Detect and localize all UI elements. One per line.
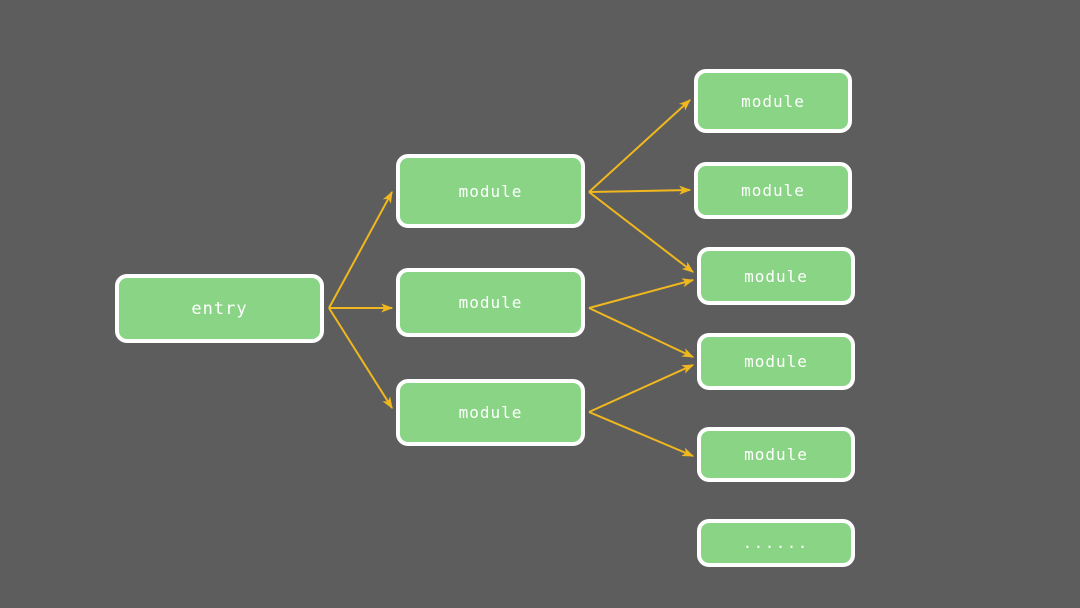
node-label: module [744, 445, 808, 464]
node-label: module [741, 91, 805, 111]
node-r4[interactable]: module [697, 333, 855, 390]
node-label: module [458, 181, 523, 201]
node-m1[interactable]: module [396, 154, 585, 228]
edge-entry-to-m1 [328, 190, 393, 309]
node-label: module [458, 403, 523, 422]
edge-entry-to-m3 [328, 307, 393, 410]
node-r3[interactable]: module [697, 247, 855, 305]
node-r1[interactable]: module [694, 69, 852, 133]
edge-m1-to-r2 [588, 185, 692, 195]
edge-m2-to-r3 [588, 278, 695, 309]
node-m3[interactable]: module [396, 379, 585, 446]
node-m2[interactable]: module [396, 268, 585, 337]
edge-m3-to-r4 [588, 364, 695, 413]
node-label: entry [191, 298, 248, 319]
node-label: module [458, 293, 523, 312]
node-r2[interactable]: module [694, 162, 852, 219]
node-label: module [744, 352, 808, 371]
node-r6[interactable]: ...... [697, 519, 855, 567]
edge-m1-to-r1 [588, 99, 691, 193]
edge-m2-to-r4 [588, 307, 695, 358]
edge-m1-to-r3 [588, 191, 694, 273]
node-label: module [741, 181, 805, 200]
node-label: ...... [742, 534, 810, 552]
edge-m3-to-r5 [588, 411, 695, 457]
node-r5[interactable]: module [697, 427, 855, 482]
node-entry[interactable]: entry [115, 274, 324, 343]
node-label: module [744, 266, 808, 286]
